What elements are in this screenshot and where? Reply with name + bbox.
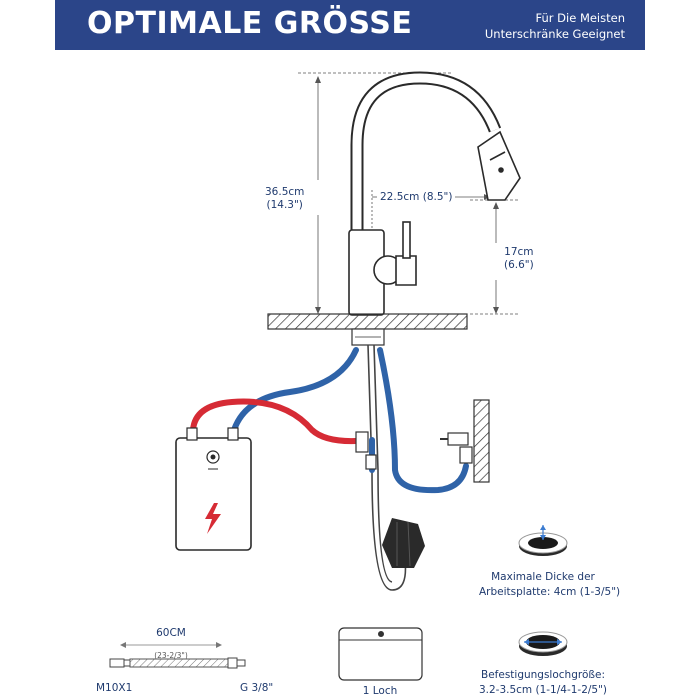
page-title: OPTIMALE GRÖSSE: [87, 6, 413, 41]
hose-length-in: (23-2/3"): [154, 651, 188, 660]
hot-water-hose: [190, 398, 359, 445]
right-thread-label: G 3/8": [240, 682, 274, 694]
hole-line-2: 3.2-3.5cm (1-1/4-1-2/5"): [478, 684, 608, 696]
water-heater: [175, 427, 252, 551]
subtitle-line-2: Unterschränke Geeignet: [484, 27, 625, 41]
subtitle-line-1: Für Die Meisten: [535, 11, 626, 25]
wall-panel: [473, 399, 490, 483]
spout-cm: 17cm: [504, 246, 534, 258]
sink-label: 1 Loch: [362, 685, 398, 697]
page-subtitle: Für Die Meisten Unterschränke Geeignet: [485, 10, 625, 42]
countertop: [267, 313, 468, 330]
countertop-thickness-icon: [518, 525, 568, 556]
thickness-line-1: Maximale Dicke der: [491, 571, 595, 583]
pullout-hose: [367, 344, 407, 591]
mounting-hole-icon: [518, 631, 568, 656]
hose-length-label: 60CM: [148, 627, 194, 640]
cold-water-hoses: [231, 347, 469, 494]
faucet: [348, 71, 521, 316]
spout-height-label: 17cm (6.6"): [504, 246, 534, 272]
sink-icon: [338, 627, 423, 681]
hose-weight: [382, 518, 425, 568]
header-banner: OPTIMALE GRÖSSE Für Die Meisten Untersch…: [55, 0, 645, 50]
height-cm: 36.5cm: [265, 186, 305, 198]
lightning-icon: [205, 503, 221, 534]
braided-hose: [109, 642, 246, 669]
hole-caption: Befestigungslochgröße: 3.2-3.5cm (1-1/4-…: [472, 668, 614, 698]
reach-label: 22.5cm (8.5"): [380, 191, 453, 203]
spout-in: (6.6"): [504, 259, 534, 271]
thickness-line-2: Arbeitsplatte: 4cm (1-3/5"): [479, 586, 621, 598]
left-thread-label: M10X1: [96, 682, 133, 694]
height-label: 36.5cm (14.3"): [265, 186, 304, 212]
hole-line-1: Befestigungslochgröße:: [481, 669, 605, 681]
connectors: [355, 431, 473, 470]
height-in: (14.3"): [266, 199, 303, 211]
thickness-caption: Maximale Dicke der Arbeitsplatte: 4cm (1…: [479, 570, 621, 600]
hose-length-cm: 60CM: [156, 627, 186, 639]
